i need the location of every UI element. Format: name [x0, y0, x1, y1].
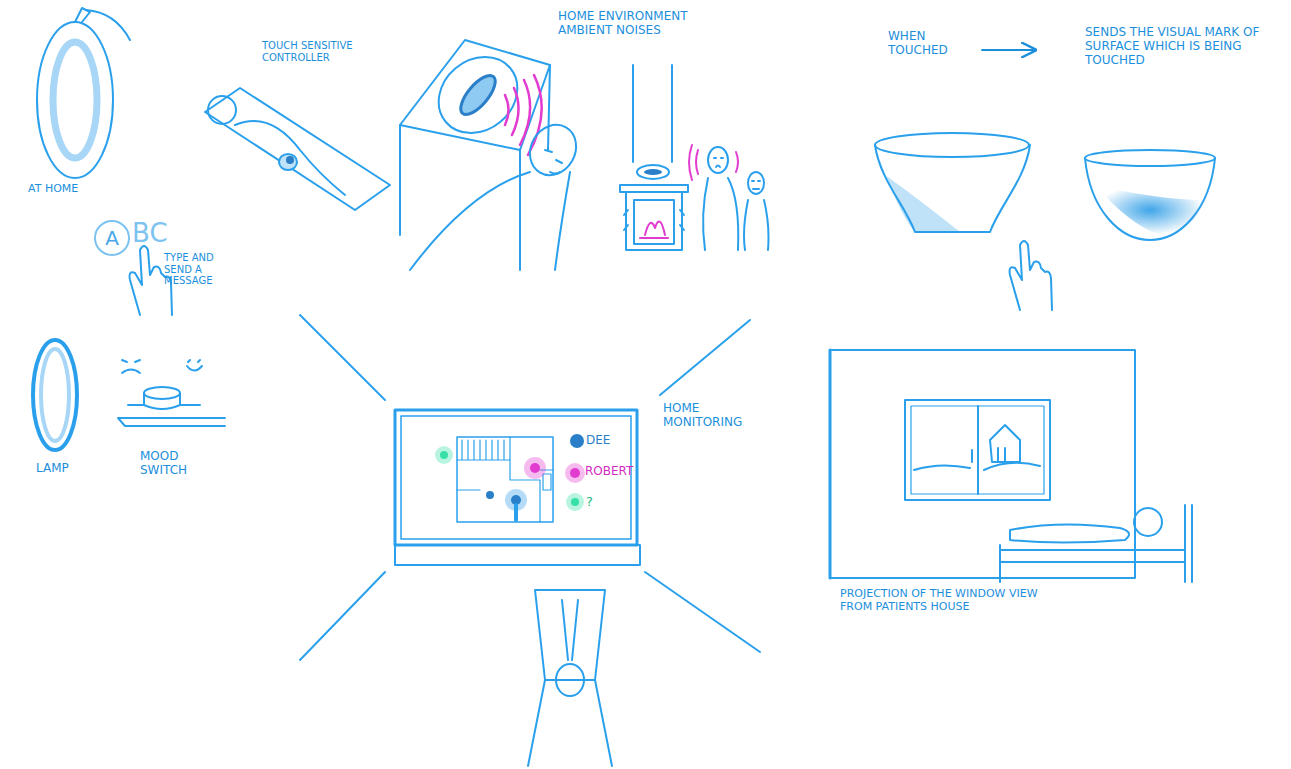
- unknown-mark: ?: [586, 495, 606, 510]
- person-name: DEE: [586, 434, 636, 448]
- place-label: AT HOME: [28, 183, 118, 196]
- key-circle: A: [94, 220, 130, 256]
- key-letters: BC: [132, 219, 192, 249]
- screen-sketch: [395, 410, 640, 565]
- trigger-note: WHEN TOUCHED: [888, 30, 973, 58]
- effect-note: SENDS THE VISUAL MARK OF SURFACE WHICH I…: [1085, 26, 1265, 67]
- monitoring-screen: HOME MONITORINGDEEROBERT?: [395, 410, 637, 545]
- radial-line: [645, 572, 760, 652]
- mood-switch-sketch: [118, 360, 225, 426]
- screen-heading: HOME MONITORING: [663, 402, 768, 430]
- person-name: ROBERT: [585, 465, 645, 479]
- bowl-sketch: [875, 133, 1215, 310]
- projection-sketch: [830, 350, 1192, 582]
- projection-caption: PROJECTION OF THE WINDOW VIEW FROM PATIE…: [840, 588, 1040, 613]
- ambient-sketch: [400, 40, 585, 270]
- device-label: TOUCH SENSITIVE CONTROLLER: [262, 40, 367, 63]
- lamp-sketch: [33, 340, 77, 450]
- device-label: LAMP: [36, 462, 96, 476]
- action-note: TYPE AND SEND A MESSAGE: [164, 252, 244, 287]
- device-label: MOOD SWITCH: [140, 450, 210, 478]
- key-letter: A: [105, 227, 119, 250]
- radial-line: [300, 572, 385, 660]
- radial-line: [300, 315, 385, 400]
- radial-line: [660, 320, 750, 395]
- pedestal-sketch: [528, 590, 612, 766]
- projection-box: PROJECTION OF THE WINDOW VIEW FROM PATIE…: [830, 350, 1135, 578]
- mirror-sketch: [37, 8, 130, 178]
- fireplace-sketch: [620, 65, 769, 250]
- controller-sketch: [205, 88, 390, 210]
- flow-arrow: [982, 49, 1035, 51]
- device-label: HOME ENVIRONMENT AMBIENT NOISES: [558, 10, 708, 38]
